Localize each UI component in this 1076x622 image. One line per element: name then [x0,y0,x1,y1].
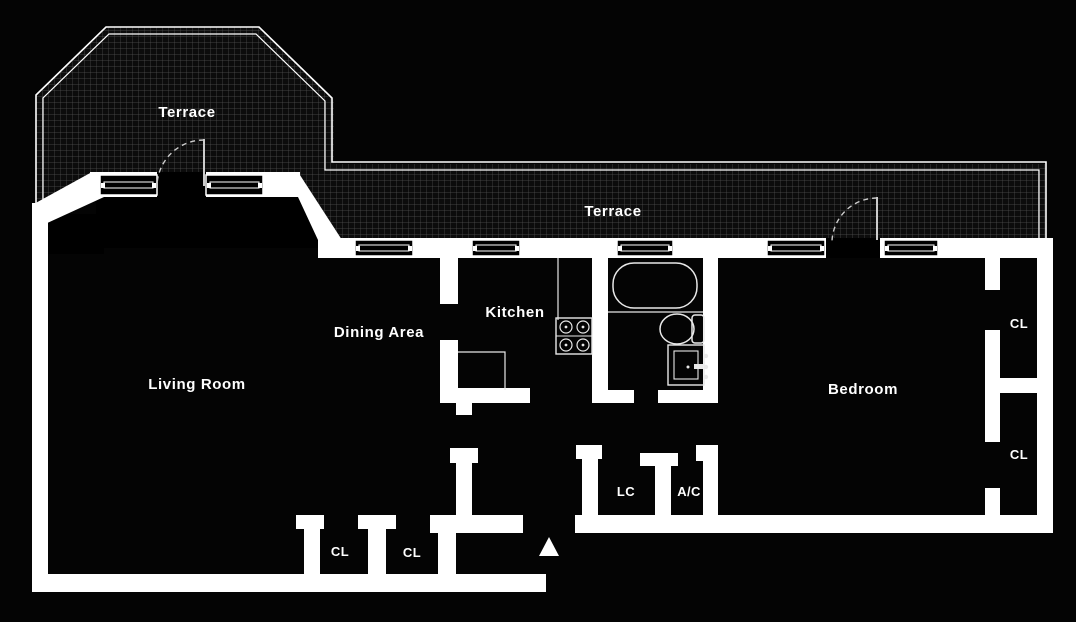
wall-west [32,203,48,592]
window-icon [616,239,674,257]
kitchen-label: Kitchen [485,304,544,321]
terrace-upper-label: Terrace [158,104,215,121]
hall-closet-1-label: CL [331,544,349,559]
room-interiors [44,182,332,254]
walls [32,172,1053,592]
terrace-areas [35,26,1047,248]
bathroom-fixtures [608,262,709,386]
terrace-border-outer [35,26,1047,246]
hall-closet-2-label: CL [403,545,421,560]
sink-icon [667,344,709,386]
room-labels: Terrace Terrace Living Room Dining Area … [148,104,1028,560]
wall-south-left [32,574,546,592]
toilet-icon [659,313,705,345]
doors [156,139,878,242]
window-icon [766,239,826,257]
entrance-arrow-icon [539,537,559,556]
terrace-main-label: Terrace [584,203,641,220]
kitchen-fixtures [458,258,593,390]
ac-closet-label: A/C [677,484,701,499]
wall-corner-topleft [32,172,104,230]
wall-north-main [318,238,1053,258]
linen-closet-label: LC [617,484,635,499]
wall-east [1037,238,1053,533]
bedroom-closet-top-label: CL [1010,316,1028,331]
terrace-surface [36,27,1046,248]
bedroom-closet-bottom-label: CL [1010,447,1028,462]
window-icon [205,174,264,196]
living-room-label: Living Room [148,376,245,393]
window-icon [471,239,521,257]
bedroom-label: Bedroom [828,381,898,398]
bathtub-icon [612,262,698,309]
counter-corner [458,351,506,390]
window-icon [883,239,939,257]
window-icon [99,174,158,196]
wall-south-right [575,515,1053,533]
wall-corner-topright [298,172,342,240]
window-symbols [99,174,939,257]
stove-icon [555,317,593,355]
terrace-door-living-room [156,139,205,186]
window-icon [354,239,414,257]
dining-area-label: Dining Area [334,324,424,341]
terrace-door-bedroom [831,197,878,242]
terrace-border-inner [42,33,1040,246]
